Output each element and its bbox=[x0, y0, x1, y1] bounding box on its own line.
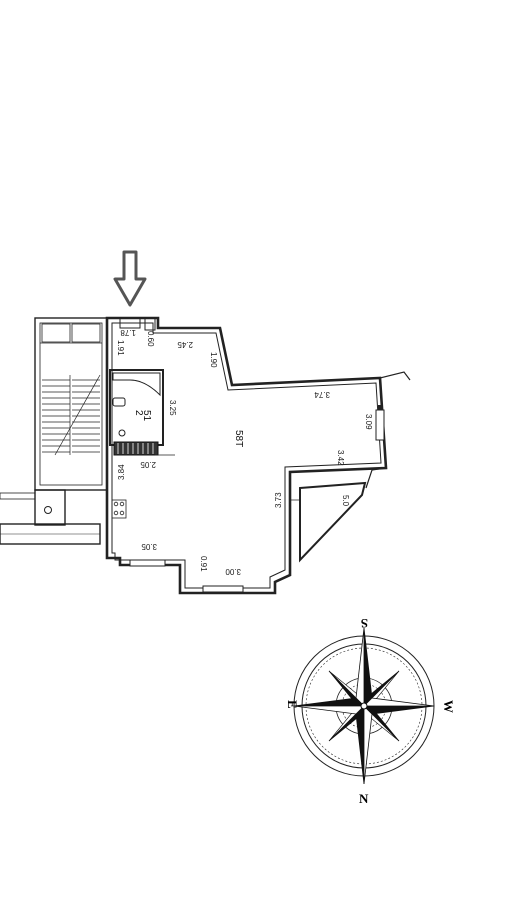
compass-label-top: S bbox=[361, 616, 368, 631]
entrance-door bbox=[119, 317, 156, 331]
compass-label-left: E bbox=[285, 700, 300, 709]
dim-3-73: 3.73 bbox=[274, 492, 283, 508]
room-label-main: 58T bbox=[233, 430, 244, 447]
stove-icon bbox=[111, 499, 127, 519]
door-swings bbox=[155, 454, 301, 512]
compass-label-bottom: N bbox=[359, 791, 369, 806]
dim-3-42: 3.42 bbox=[336, 450, 345, 466]
dim-3-84: 3.84 bbox=[117, 464, 126, 480]
stairwell bbox=[0, 317, 108, 545]
compass-label-right: W bbox=[441, 700, 456, 713]
room-labels: 2 51 58T bbox=[133, 410, 244, 447]
room-label-bath: 51 bbox=[141, 410, 152, 422]
dim-0-60: 0.60 bbox=[146, 331, 155, 347]
dim-1-90: 1.90 bbox=[209, 352, 218, 368]
dim-3-25: 3.25 bbox=[168, 400, 177, 416]
dim-3-00: 3.00 bbox=[225, 567, 241, 576]
dim-2-05: 2.05 bbox=[140, 460, 156, 469]
compass-rose: S N E W bbox=[285, 616, 456, 806]
bathroom bbox=[109, 369, 164, 456]
room-label-bath-number: 2 bbox=[133, 410, 144, 416]
dimension-labels: 1.91 1.78 0.60 2.45 1.90 3.74 3.25 3.09 … bbox=[116, 328, 373, 576]
dim-3-09: 3.09 bbox=[364, 414, 373, 430]
dim-2-45: 2.45 bbox=[177, 340, 193, 349]
dim-1-91: 1.91 bbox=[116, 340, 125, 356]
stair-treads bbox=[42, 374, 101, 456]
dim-3-74: 3.74 bbox=[314, 390, 330, 399]
entrance-arrow-icon bbox=[113, 250, 147, 307]
dim-0-91: 0.91 bbox=[199, 556, 208, 572]
windows bbox=[129, 409, 385, 593]
dim-5-0: 5.0 bbox=[341, 495, 350, 507]
dim-3-05: 3.05 bbox=[141, 542, 157, 551]
dim-1-78: 1.78 bbox=[120, 328, 136, 337]
